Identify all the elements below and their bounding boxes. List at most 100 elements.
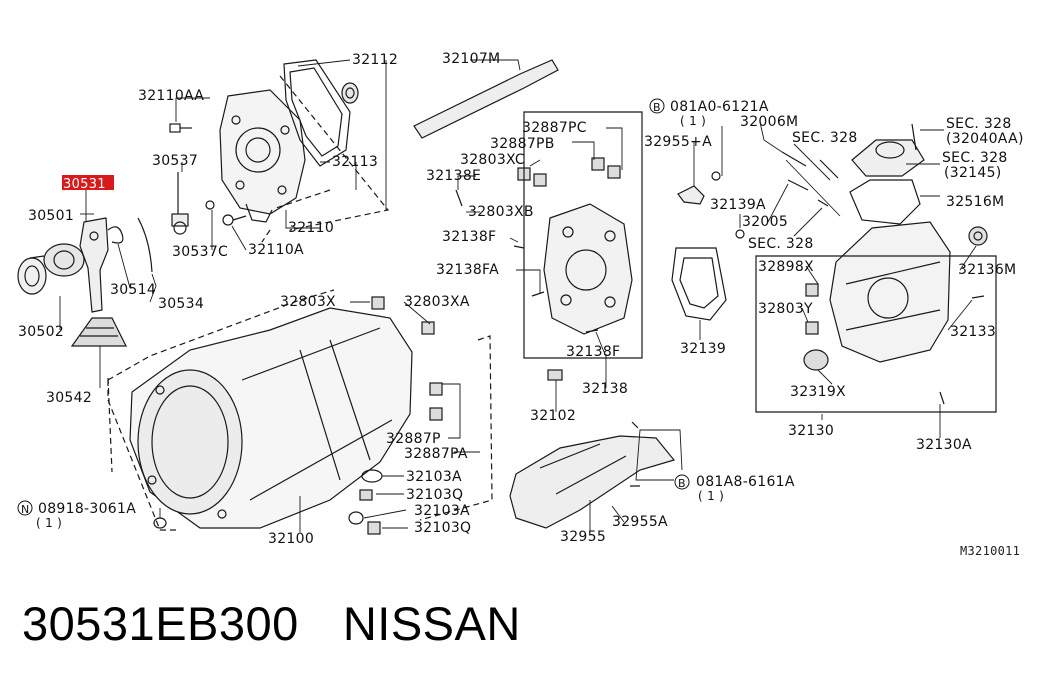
label-32803XA: 32803XA (404, 294, 470, 310)
label-32103Q-a: 32103Q (406, 487, 463, 503)
label-32955PA: 32955+A (644, 134, 712, 150)
leader-lines (59, 59, 977, 532)
label-32319X: 32319X (790, 384, 846, 400)
label-sec328-a: SEC. 328 (792, 130, 858, 146)
label-32110AA: 32110AA (138, 88, 204, 104)
part-number: 30531EB300 (22, 597, 299, 650)
label-32887PC: 32887PC (522, 120, 587, 136)
b-circle-icon-2 (674, 474, 690, 490)
label-32006M: 32006M (740, 114, 798, 130)
label-sec328-b-ref: (32040AA) (946, 131, 1024, 147)
label-30502: 30502 (18, 324, 64, 340)
label-30534: 30534 (158, 296, 204, 312)
rear-box-outline (755, 255, 997, 413)
adapter-box-outline (523, 111, 643, 359)
drain-plugs-drawing (348, 469, 383, 535)
label-32112: 32112 (352, 52, 398, 68)
label-32803XC: 32803XC (460, 152, 525, 168)
label-32130: 32130 (788, 423, 834, 439)
bolt-32110AA-drawing (169, 123, 192, 133)
bolt-32110A-drawing (222, 214, 247, 226)
label-32103Q-b: 32103Q (414, 520, 471, 536)
washer-30537C-drawing (205, 200, 215, 210)
bracket-32955A-drawing (677, 171, 721, 205)
label-32103A-b: 32103A (414, 503, 470, 519)
b-circle-letter: B (653, 101, 661, 114)
label-32138F-b: 32138F (566, 344, 620, 360)
label-32139A: 32139A (710, 197, 766, 213)
label-32138: 32138 (582, 381, 628, 397)
front-gasket-drawing (283, 59, 351, 167)
label-32887P: 32887P (386, 431, 441, 447)
bushings-drawing (371, 296, 443, 421)
bolt-32133-drawing (971, 295, 985, 299)
n-circle-letter: N (21, 503, 30, 516)
label-32138FA: 32138FA (436, 262, 499, 278)
label-32110A: 32110A (248, 242, 304, 258)
plug-08918-drawing (153, 517, 167, 529)
gutter-bolts-drawing (630, 421, 640, 487)
label-30537C: 30537C (172, 244, 228, 260)
bushing-32319X-drawing (803, 349, 829, 371)
label-32113: 32113 (332, 154, 378, 170)
label-32955A: 32955A (612, 514, 668, 530)
label-sec328-b: SEC. 328 (946, 116, 1012, 132)
bolt-32130A-drawing (939, 391, 945, 405)
n-circle-icon (17, 500, 33, 516)
label-32803X: 32803X (280, 294, 336, 310)
label-32803XB: 32803XB (468, 204, 534, 220)
label-32107M: 32107M (442, 51, 500, 67)
label-08918-3061A: 08918-3061A (38, 501, 136, 517)
label-30531: 30531 (63, 177, 106, 192)
label-32887PB: 32887PB (490, 136, 555, 152)
label-08918-qty: ( 1 ) (36, 516, 62, 530)
adapter-plate-drawing (543, 203, 633, 335)
label-32955: 32955 (560, 529, 606, 545)
rear-seal-drawing (968, 226, 988, 246)
clip-30514-drawing (107, 226, 124, 244)
oil-seal-drawing (341, 82, 359, 104)
rear-extension-drawing (829, 221, 951, 363)
bearing-30502-drawing (17, 257, 47, 295)
adapter-bushings-drawing (455, 157, 621, 381)
oil-gutter-drawing (509, 435, 676, 529)
label-32887PA: 32887PA (404, 446, 468, 462)
label-32516M: 32516M (946, 194, 1004, 210)
top-cover-drawing (849, 123, 925, 225)
label-32103A-a: 32103A (406, 469, 462, 485)
diagram-reference-code: M3210011 (960, 544, 1020, 558)
label-32100: 32100 (268, 531, 314, 547)
label-30537: 30537 (152, 153, 198, 169)
label-sec328-c: SEC. 328 (942, 150, 1008, 166)
label-32005: 32005 (742, 214, 788, 230)
label-32110: 32110 (288, 220, 334, 236)
b-circle-icon (649, 98, 665, 114)
front-cover-drawing (219, 89, 306, 223)
label-30514: 30514 (110, 282, 156, 298)
label-32139: 32139 (680, 341, 726, 357)
label-sec328-d: SEC. 328 (748, 236, 814, 252)
highlight-30531-box (62, 175, 114, 190)
label-081A8-qty: ( 1 ) (698, 489, 724, 503)
label-32133: 32133 (950, 324, 996, 340)
label-32130A: 32130A (916, 437, 972, 453)
transmission-case-drawing (129, 307, 413, 529)
label-32898X: 32898X (758, 259, 814, 275)
release-bearing-drawing (29, 243, 85, 277)
label-081A8-6161A: 081A8-6161A (696, 474, 795, 490)
label-sec328-c-ref: (32145) (944, 165, 1002, 181)
dust-boot-drawing (70, 317, 127, 347)
label-32138E: 32138E (426, 168, 481, 184)
label-081A0-qty: ( 1 ) (680, 114, 706, 128)
label-32136M: 32136M (958, 262, 1016, 278)
rear-bushings-drawing (805, 283, 819, 335)
label-32102: 32102 (530, 408, 576, 424)
gasket-32139-drawing (671, 247, 727, 321)
label-30542: 30542 (46, 390, 92, 406)
withdrawal-lever-drawing (79, 217, 109, 313)
label-32138F-a: 32138F (442, 229, 496, 245)
shift-rod-guide-drawing (413, 59, 559, 139)
spring-30534-drawing (137, 217, 153, 273)
